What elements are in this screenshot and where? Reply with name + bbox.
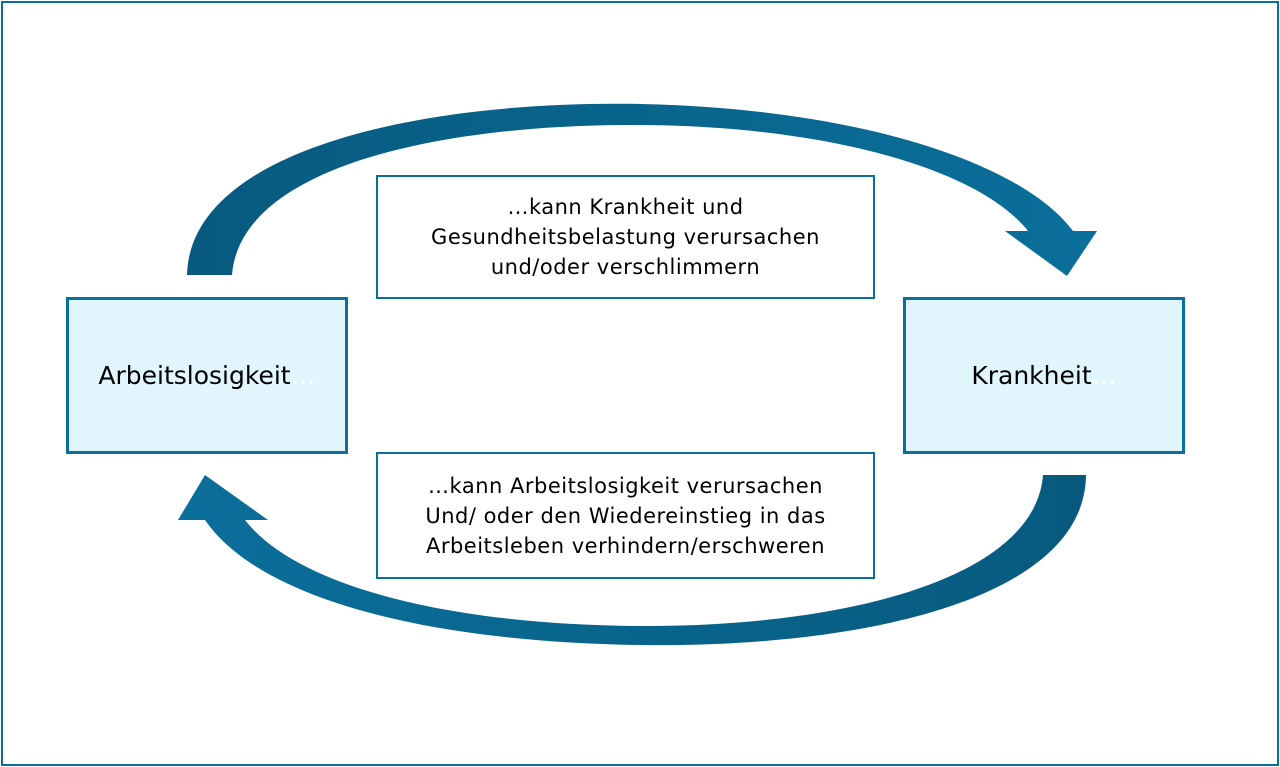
bottom-note-line: Arbeitsleben verhindern/erschweren xyxy=(425,533,826,558)
arrow-bottom-left xyxy=(178,475,1086,646)
illness-label: Krankheit xyxy=(971,361,1092,390)
illness-ellipsis: … xyxy=(1091,361,1117,390)
arrow-top-right xyxy=(187,103,1097,276)
unemployment-label: Arbeitslosigkeit xyxy=(98,361,291,390)
bottom-note: …kann Arbeitslosigkeit verursachen Und/ … xyxy=(376,452,875,579)
top-note-line: …kann Krankheit und xyxy=(507,195,744,219)
top-note-line: Gesundheitsbelastung verursachen xyxy=(431,225,820,249)
bottom-note-line: Und/ oder den Wiedereinstieg in das xyxy=(425,503,826,528)
top-note: …kann Krankheit und Gesundheitsbelastung… xyxy=(376,175,875,299)
unemployment-ellipsis: … xyxy=(290,361,316,390)
bottom-note-line: …kann Arbeitslosigkeit verursachen xyxy=(428,473,823,498)
top-note-line: und/oder verschlimmern xyxy=(490,255,761,279)
illness-box: Krankheit… xyxy=(903,297,1185,454)
unemployment-box: Arbeitslosigkeit… xyxy=(66,297,348,454)
